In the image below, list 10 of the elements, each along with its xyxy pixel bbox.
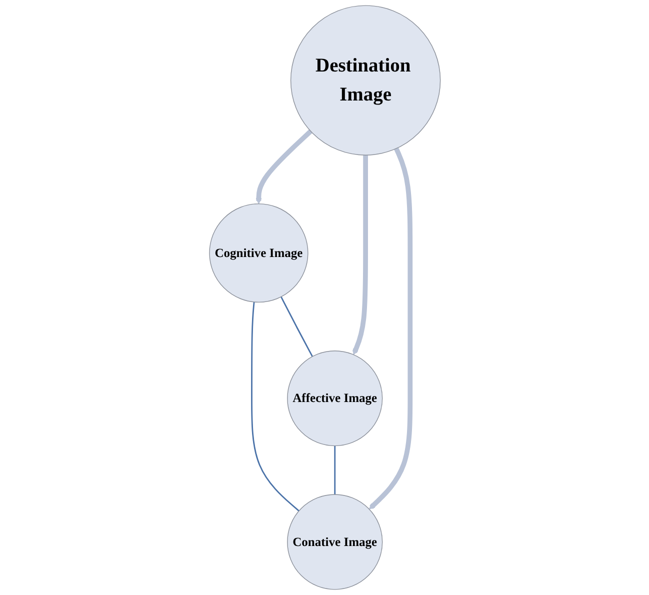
node-circle: Conative Image bbox=[286, 494, 382, 590]
node-circle: Cognitive Image bbox=[208, 203, 308, 303]
connector bbox=[250, 302, 299, 512]
arrow bbox=[352, 155, 368, 355]
arrow bbox=[368, 148, 412, 510]
arrow bbox=[255, 129, 312, 204]
node-circle: Destination Image bbox=[290, 5, 440, 156]
connector bbox=[334, 446, 336, 494]
connector bbox=[280, 296, 313, 357]
node-circle: Affective Image bbox=[286, 350, 382, 446]
